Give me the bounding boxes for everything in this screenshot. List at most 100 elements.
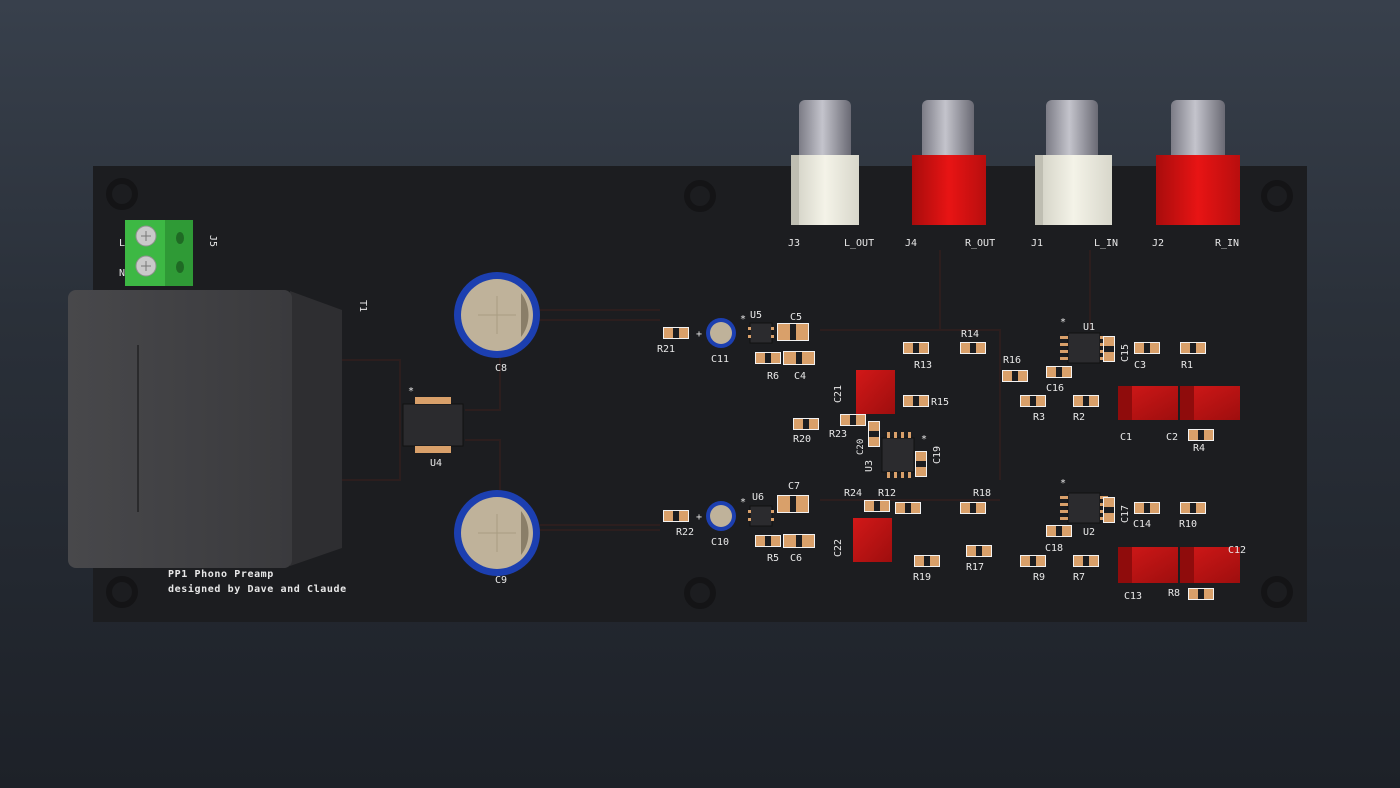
board-credit-title: PP1 Phono Preamp: [168, 569, 274, 580]
ref-c1: C1: [1120, 432, 1132, 443]
film-cap-c12[interactable]: [1180, 547, 1240, 583]
rca-jack-j4[interactable]: [912, 100, 986, 225]
ref-r10: R10: [1179, 519, 1197, 530]
smd-r19[interactable]: [914, 555, 940, 567]
ref-c8: C8: [495, 363, 507, 374]
ref-u5: U5: [750, 310, 762, 321]
smd-r7[interactable]: [1073, 555, 1099, 567]
plus-marker-c10: +: [696, 512, 702, 523]
ref-r12: R12: [878, 488, 896, 499]
smd-c7[interactable]: [777, 495, 809, 513]
ref-r19: R19: [913, 572, 931, 583]
ic-u3[interactable]: [881, 432, 915, 478]
ref-r18: R18: [973, 488, 991, 499]
label-l-in: L_IN: [1094, 238, 1118, 249]
smd-r16[interactable]: [1002, 370, 1028, 382]
smd-r15[interactable]: [903, 395, 929, 407]
ic-u4[interactable]: [402, 397, 464, 453]
smd-r1[interactable]: [1180, 342, 1206, 354]
ref-r13: R13: [914, 360, 932, 371]
smd-r24[interactable]: [864, 500, 890, 512]
ref-c21: C21: [833, 385, 844, 403]
smd-r4[interactable]: [1188, 429, 1214, 441]
rca-jack-j2[interactable]: [1156, 100, 1240, 225]
electrolytic-cap-c8[interactable]: [454, 272, 540, 358]
film-cap-c13[interactable]: [1118, 547, 1178, 583]
transformer-t1[interactable]: [68, 290, 342, 568]
ref-u1: U1: [1083, 322, 1095, 333]
smd-c16[interactable]: [1046, 366, 1072, 378]
pin1-marker-u2: *: [1060, 478, 1066, 489]
pin1-marker-u5: *: [740, 314, 746, 325]
ref-c7: C7: [788, 481, 800, 492]
ref-r7: R7: [1073, 572, 1085, 583]
smd-r12[interactable]: [895, 502, 921, 514]
smd-r17[interactable]: [966, 545, 992, 557]
smd-c3[interactable]: [1134, 342, 1160, 354]
film-cap-c2[interactable]: [1180, 386, 1240, 420]
smd-c6[interactable]: [783, 534, 815, 548]
ic-u1[interactable]: [1060, 332, 1108, 364]
terminal-block-j5[interactable]: [125, 220, 193, 286]
pin1-marker-u3: *: [921, 434, 927, 445]
electrolytic-cap-c11[interactable]: [706, 318, 736, 348]
ic-u6[interactable]: [748, 505, 774, 527]
smd-c20[interactable]: [868, 421, 880, 447]
ref-c15: C15: [1120, 344, 1131, 362]
rca-jack-j1[interactable]: [1035, 100, 1112, 225]
ic-u5[interactable]: [748, 322, 774, 344]
ref-t1: T1: [357, 300, 368, 312]
smd-c19[interactable]: [915, 451, 927, 477]
ref-r21: R21: [657, 344, 675, 355]
smd-c15[interactable]: [1103, 336, 1115, 362]
smd-r18[interactable]: [960, 502, 986, 514]
film-cap-c22[interactable]: [853, 518, 892, 562]
ref-r8: R8: [1168, 588, 1180, 599]
mounting-holes: [106, 178, 1293, 609]
pin1-marker-u6: *: [740, 497, 746, 508]
smd-r13[interactable]: [903, 342, 929, 354]
ref-c6: C6: [790, 553, 802, 564]
ref-r16: R16: [1003, 355, 1021, 366]
rca-jack-j3[interactable]: [791, 100, 859, 225]
smd-r14[interactable]: [960, 342, 986, 354]
label-l-out: L_OUT: [844, 238, 874, 249]
ref-r6: R6: [767, 371, 779, 382]
smd-c4[interactable]: [783, 351, 815, 365]
ref-r23: R23: [829, 429, 847, 440]
ref-u4: U4: [430, 458, 442, 469]
label-pin-l: L: [119, 238, 125, 249]
smd-r8[interactable]: [1188, 588, 1214, 600]
smd-r22[interactable]: [663, 510, 689, 522]
electrolytic-cap-c10[interactable]: [706, 501, 736, 531]
smd-r23[interactable]: [840, 414, 866, 426]
smd-r6[interactable]: [755, 352, 781, 364]
electrolytic-cap-c9[interactable]: [454, 490, 540, 576]
plus-marker-c11: +: [696, 329, 702, 340]
ref-r1: R1: [1181, 360, 1193, 371]
smd-r5[interactable]: [755, 535, 781, 547]
ref-c2: C2: [1166, 432, 1178, 443]
smd-r3[interactable]: [1020, 395, 1046, 407]
smd-c17[interactable]: [1103, 497, 1115, 523]
smd-r9[interactable]: [1020, 555, 1046, 567]
pin1-marker-u4: *: [408, 386, 414, 397]
smd-c18[interactable]: [1046, 525, 1072, 537]
smd-r20[interactable]: [793, 418, 819, 430]
ref-c19: C19: [932, 446, 943, 464]
ref-r14: R14: [961, 329, 979, 340]
film-cap-c1[interactable]: [1118, 386, 1178, 420]
ref-c4: C4: [794, 371, 806, 382]
pin1-marker-u1: *: [1060, 317, 1066, 328]
ref-r15: R15: [931, 397, 949, 408]
smd-c5[interactable]: [777, 323, 809, 341]
smd-c14[interactable]: [1134, 502, 1160, 514]
film-cap-c21[interactable]: [856, 370, 895, 414]
ref-c10: C10: [711, 537, 729, 548]
smd-r21[interactable]: [663, 327, 689, 339]
ref-j3: J3: [788, 238, 800, 249]
smd-r2[interactable]: [1073, 395, 1099, 407]
smd-r10[interactable]: [1180, 502, 1206, 514]
